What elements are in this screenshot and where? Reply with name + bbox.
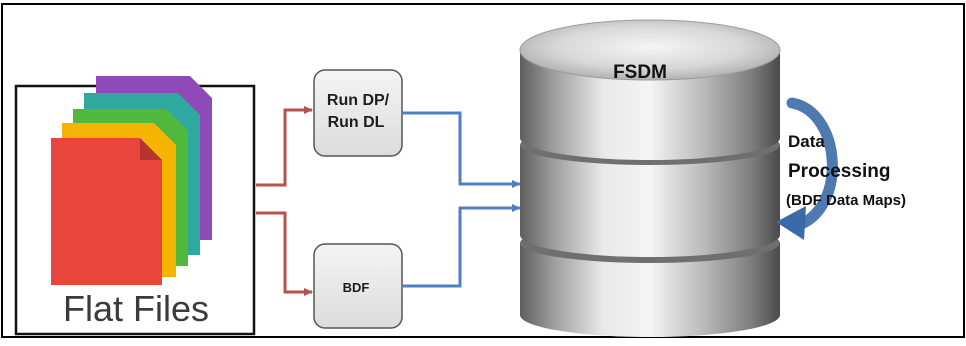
stacked-files-icon — [51, 76, 212, 285]
run-dp-box — [313, 69, 403, 157]
outer-frame — [1, 3, 965, 338]
run-dp-label: Run DP/ — [327, 92, 390, 109]
process-arrows — [402, 111, 521, 288]
process-bdf: BDF — [313, 243, 403, 329]
annotation-line-1: Data — [788, 132, 825, 151]
flat-files-panel: Flat Files — [14, 76, 256, 336]
arrow-to-bdf — [256, 211, 313, 296]
db-disk-top-base — [520, 116, 780, 160]
db-disk-bottom-base — [520, 293, 780, 337]
cycle-arrow-icon — [786, 97, 838, 232]
arrow-bdf-to-fsdm — [402, 204, 521, 288]
fsdm-database-icon: FSDM — [519, 19, 781, 337]
fsdm-title: FSDM — [613, 62, 667, 83]
annotation-line-2: Processing — [788, 161, 890, 182]
file-icon-red — [51, 138, 162, 285]
db-disk-middle-base — [520, 213, 780, 257]
annotation-line-3: (BDF Data Maps) — [786, 192, 906, 209]
process-run-dp: Run DP/ Run DL — [313, 69, 403, 157]
bdf-label: BDF — [343, 280, 370, 295]
arrow-run-dp-to-fsdm — [402, 111, 521, 188]
source-arrows — [256, 106, 313, 296]
data-processing-cycle — [776, 97, 838, 240]
flat-files-label: Flat Files — [63, 288, 209, 329]
run-dl-label: Run DL — [328, 114, 385, 131]
file-fold-icon — [140, 138, 162, 160]
db-top-face — [519, 19, 781, 81]
cycle-arrowhead-icon — [776, 206, 806, 240]
arrow-to-run-dp — [256, 106, 313, 187]
